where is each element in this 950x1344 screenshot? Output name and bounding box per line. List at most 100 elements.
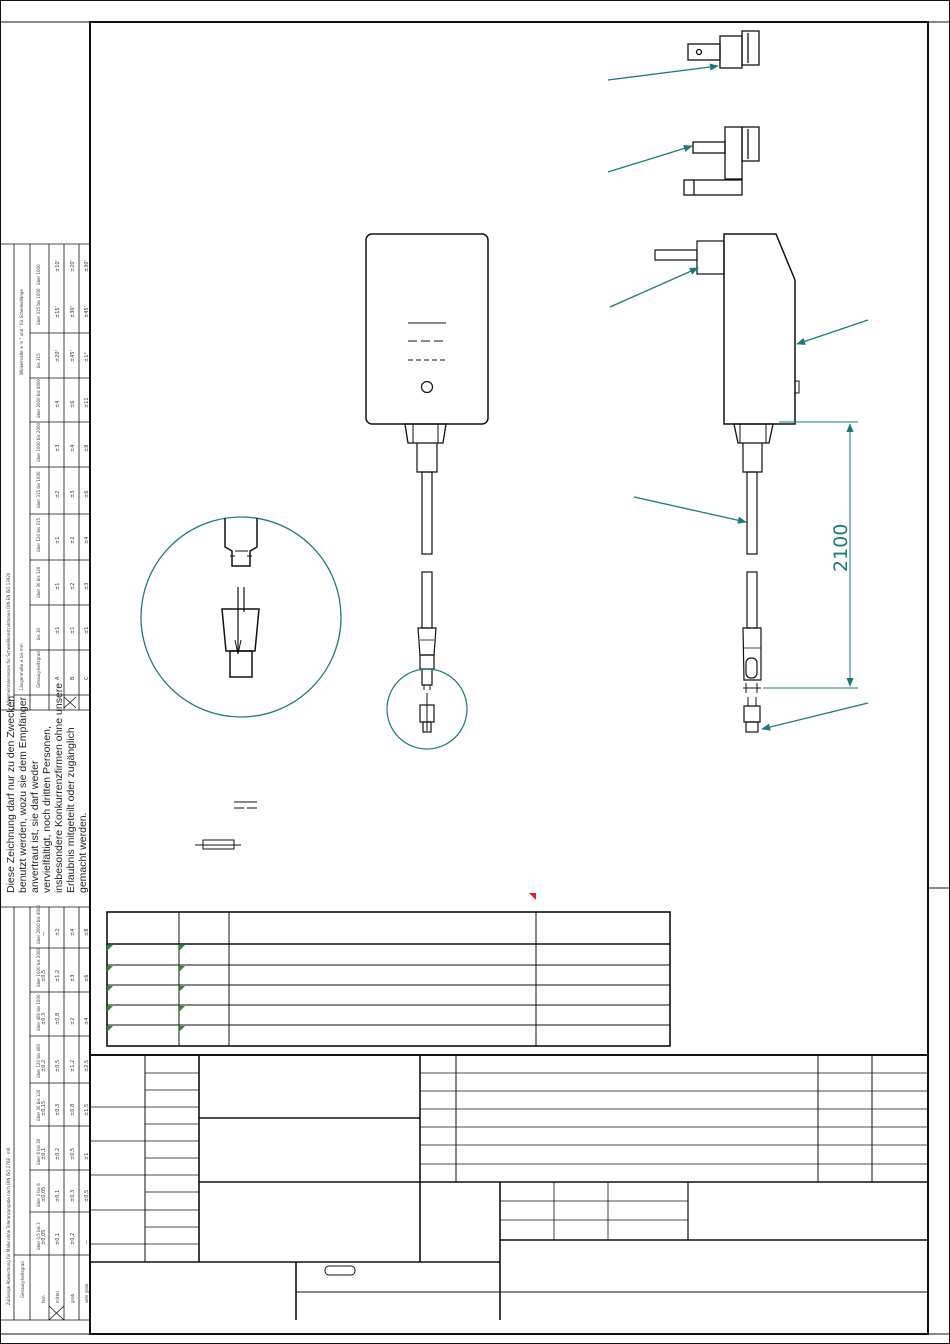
tol-cell: ±1,2 (55, 970, 61, 982)
upper-range: bis 30 (36, 627, 41, 640)
tolerance-table-upper: Allgemeintoleranzen für Schweißkonstrukt… (6, 260, 90, 706)
symbols (195, 801, 257, 850)
revision-marker-icon (529, 893, 536, 900)
dimension-label: 2100 (830, 524, 852, 572)
upper-range: über 315 bis 1000 (36, 288, 41, 325)
upper-range: über 30 bis 120 (36, 566, 41, 598)
leader-line (607, 144, 693, 173)
dimension-cable-length (763, 421, 858, 689)
tol-cell: ±4 (55, 401, 61, 408)
tol-cell: ±0,2 (41, 1060, 47, 1072)
tol-cell: ±0,3 (55, 1104, 61, 1116)
notice-line: anvertraut ist, sie darf weder (29, 760, 41, 893)
tol-cell: ±2 (70, 1018, 76, 1025)
lower-table-title: Zulässige Abweichung für Maße ohne Toler… (6, 1147, 11, 1305)
tol-cell: ±3 (70, 491, 76, 498)
revision-table-markers (107, 945, 185, 1032)
tol-cell: ±0,5 (84, 1190, 90, 1202)
notice-line: vervielfältigt, noch dritten Personen, (41, 726, 53, 893)
tol-cell: ±1 (55, 627, 61, 634)
lower-range: über 400 bis 1000 (36, 994, 41, 1031)
tol-cell: ±11 (84, 397, 90, 408)
plug-adapter-us (687, 30, 760, 69)
tol-cell: ±1,5 (84, 1104, 90, 1116)
notice-line: insbesondere Konkurrenzfirmen ohne unser… (53, 682, 65, 893)
lower-class-label: Genauig-keitsgrad (20, 1261, 25, 1298)
tol-cell: ±30' (70, 306, 76, 318)
tol-cell: ±1 (55, 537, 61, 544)
plug-adapter-uk (683, 126, 760, 196)
tol-cell: ±0,5 (41, 970, 47, 982)
detail-circle-large (140, 516, 342, 718)
tol-cell: ±2,5 (84, 1060, 90, 1072)
lower-range: über 0,5 bis 3 (36, 1222, 41, 1250)
upper-header-length: Längenmaße ± bis mm (19, 643, 24, 690)
tol-cell: ±0,1 (41, 1148, 47, 1160)
tol-cell: ±6 (70, 401, 76, 408)
grade-cell: grob (70, 1293, 75, 1303)
lower-range: über 3 bis 6 (36, 1183, 41, 1207)
grade-cell: B (70, 676, 76, 680)
leader-lines (607, 63, 869, 731)
tol-cell: ±3 (55, 445, 61, 452)
power-supply-front-view (365, 233, 489, 733)
grade-cell: fein (41, 1295, 46, 1303)
led-indicator-icon (420, 380, 434, 394)
upper-range: über 1000 (36, 264, 41, 285)
lower-range: über 30 bis 120 (36, 1089, 41, 1121)
left-strip (0, 243, 90, 1321)
upper-range: über 2000 bis 4000 (36, 378, 41, 418)
tol-cell: ±6 (84, 491, 90, 498)
upper-class-label: Genauig-keitsgrad (36, 651, 41, 688)
upper-range: über 315 bis 1000 (36, 471, 41, 508)
tol-cell: ±0,3 (70, 1190, 76, 1202)
tol-cell: ±0,1 (55, 1190, 61, 1202)
tol-cell: ±8 (84, 929, 90, 936)
upper-range: über 120 bis 315 (36, 518, 41, 552)
tol-cell: ±0,2 (55, 1148, 61, 1160)
lower-range: über 1000 bis 2000 (36, 947, 41, 987)
tol-cell: ±20' (55, 350, 61, 362)
leader-line (761, 702, 869, 731)
leader-line (609, 267, 699, 308)
tol-cell: ±0,8 (70, 1104, 76, 1116)
tol-cell: ±4 (70, 929, 76, 936)
tol-cell: ±20' (70, 260, 76, 272)
lower-range: über 120 bis 400 (36, 1044, 41, 1078)
leader-line (633, 496, 747, 524)
tol-cell: ±3 (70, 975, 76, 982)
revision-table (106, 911, 671, 1047)
tol-cell: ±0,05 (41, 1187, 47, 1202)
tol-cell: ±2 (55, 929, 61, 936)
grade-cell: C (84, 676, 90, 680)
grade-cell: sehr grob (84, 1283, 89, 1303)
tol-cell: ±0,5 (70, 1148, 76, 1160)
tol-cell: ±2 (55, 491, 61, 498)
grade-cell: mittel (55, 1291, 60, 1303)
lower-range: über 6 bis 30 (36, 1138, 41, 1165)
notice-line: Erlaubnis mitgeteilt oder zugänglich (65, 727, 77, 893)
tol-cell: — (84, 1240, 90, 1245)
tol-cell: ±0,15 (41, 1101, 47, 1116)
notice-line: Diese Zeichnung darf nur zu den Zwecken (5, 695, 17, 893)
tol-cell: ±1 (84, 627, 90, 634)
leader-line (796, 319, 869, 345)
upper-range: bis 315 (36, 353, 41, 368)
tol-cell: ±3 (84, 583, 90, 590)
grade-cell: A (55, 676, 61, 680)
power-supply-side-view (654, 233, 800, 733)
title-block (90, 1054, 928, 1320)
tol-cell: ±1 (70, 627, 76, 634)
tol-cell: ±2 (70, 583, 76, 590)
tolerance-table-lower: Zulässige Abweichung für Maße ohne Toler… (6, 904, 90, 1305)
tol-cell: ±45' (84, 306, 90, 318)
upper-header-angle: Winkelmaße ± in ° und ' für Schenkelläng… (19, 289, 24, 375)
tol-cell: ±0,1 (55, 1233, 61, 1245)
tol-cell: ±6 (84, 975, 90, 982)
tol-cell: ±10' (55, 260, 61, 272)
detail-view (140, 516, 342, 718)
tol-cell: ±1 (84, 1153, 90, 1160)
tol-cell: ±2 (70, 537, 76, 544)
